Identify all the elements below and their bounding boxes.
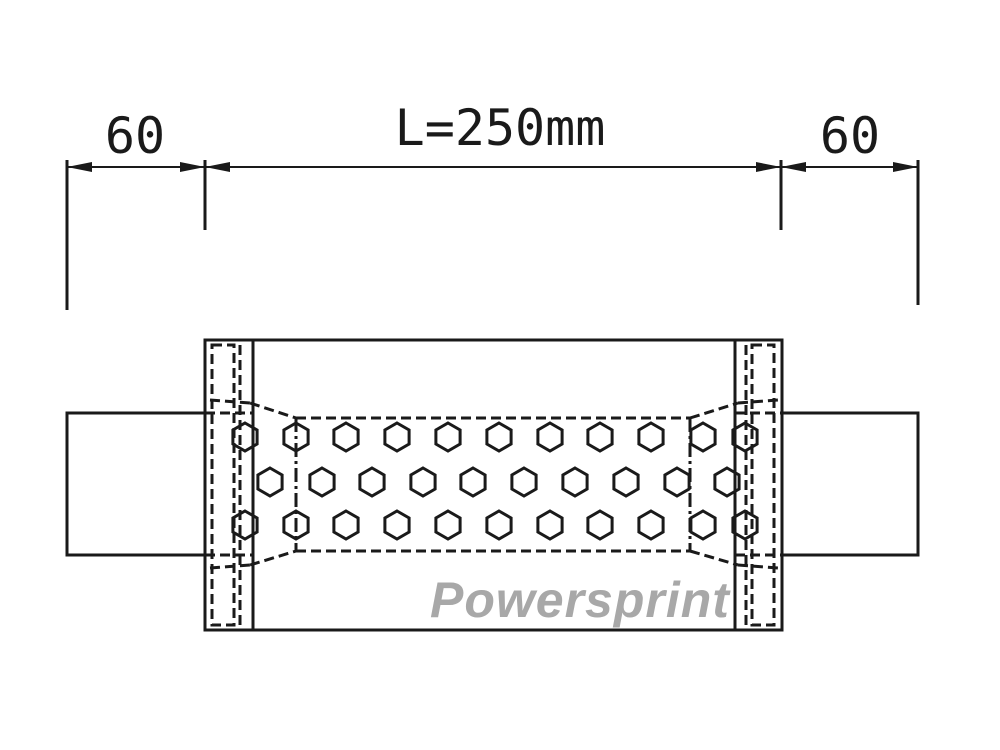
inlet-pipe <box>65 411 207 557</box>
hexagon-hole <box>510 466 538 498</box>
muffler-body <box>65 338 920 632</box>
hexagon-hole <box>282 509 310 541</box>
hexagon-hole <box>536 509 564 541</box>
hexagon-hole <box>485 421 513 453</box>
dimension-right-label: 60 <box>820 107 880 165</box>
hexagon-hole <box>459 466 487 498</box>
dimension-left-label: 60 <box>105 107 165 165</box>
hexagon-hole <box>282 421 310 453</box>
hexagon-hole <box>256 466 284 498</box>
hexagon-hole <box>332 421 360 453</box>
outlet-pipe <box>780 411 920 557</box>
powersprint-watermark: Powersprint <box>430 572 731 628</box>
hexagon-hole <box>713 466 741 498</box>
hexagon-hole <box>561 466 589 498</box>
hexagon-hole <box>637 421 665 453</box>
hexagon-hole <box>586 509 614 541</box>
dimension-lines <box>65 160 920 310</box>
hexagon-hole <box>586 421 614 453</box>
hidden-lines <box>205 343 782 627</box>
muffler-case <box>203 338 784 632</box>
dimension-length-label: L=250mm <box>395 99 606 157</box>
hexagon-hole <box>383 509 411 541</box>
hexagon-hole <box>434 421 462 453</box>
hexagon-hole <box>308 466 336 498</box>
hexagon-hole <box>485 509 513 541</box>
hexagon-hole <box>731 509 759 541</box>
hexagon-hole <box>358 466 386 498</box>
hexagon-hole <box>434 509 462 541</box>
hexagon-hole <box>332 509 360 541</box>
perforation-holes <box>231 421 759 541</box>
hexagon-hole <box>536 421 564 453</box>
hexagon-hole <box>637 509 665 541</box>
hexagon-hole <box>231 509 259 541</box>
hexagon-hole <box>731 421 759 453</box>
arrowheads <box>67 162 918 172</box>
hexagon-hole <box>663 466 691 498</box>
hexagon-hole <box>383 421 411 453</box>
hexagon-hole <box>231 421 259 453</box>
hexagon-hole <box>612 466 640 498</box>
hexagon-hole <box>689 509 717 541</box>
hexagon-hole <box>689 421 717 453</box>
hexagon-hole <box>409 466 437 498</box>
